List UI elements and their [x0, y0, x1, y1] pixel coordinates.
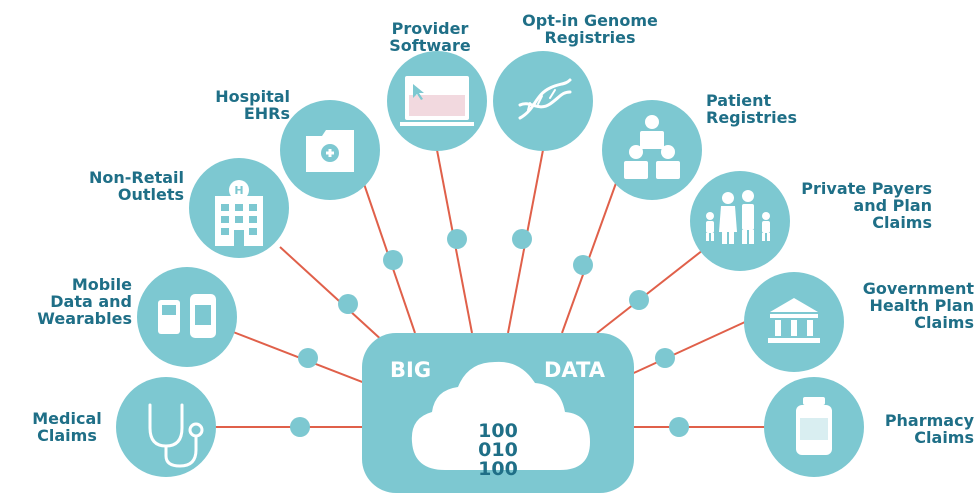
connector-dot: [669, 417, 689, 437]
connector-dots: [290, 229, 689, 437]
connector-dot: [298, 348, 318, 368]
connector-dot: [290, 417, 310, 437]
connector-dot: [629, 290, 649, 310]
hub-word-data: DATA: [544, 358, 606, 382]
building-icon: H: [215, 180, 263, 246]
medical-folder-icon: [306, 130, 354, 172]
wearables-icon: [158, 294, 216, 338]
big-data-hub: [362, 333, 634, 493]
connector-dot: [512, 229, 532, 249]
patients-icon: [624, 115, 680, 179]
cloud-icon: [411, 361, 590, 470]
connector-dot: [338, 294, 358, 314]
family-icon: [706, 190, 770, 244]
dna-icon: [518, 78, 572, 120]
government-building-icon: [768, 298, 820, 343]
connector-dot: [655, 348, 675, 368]
connector-dot: [383, 250, 403, 270]
binary-line-1: 100: [478, 420, 518, 442]
laptop-icon: [400, 76, 474, 126]
connector-dot: [573, 255, 593, 275]
binary-line-3: 100: [478, 458, 518, 480]
stethoscope-icon: [148, 403, 204, 468]
binary-line-2: 010: [478, 439, 518, 461]
hub-word-big: BIG: [390, 358, 432, 382]
pill-bottle-icon: [796, 397, 832, 455]
svg-text:H: H: [234, 184, 243, 197]
connector-dot: [447, 229, 467, 249]
